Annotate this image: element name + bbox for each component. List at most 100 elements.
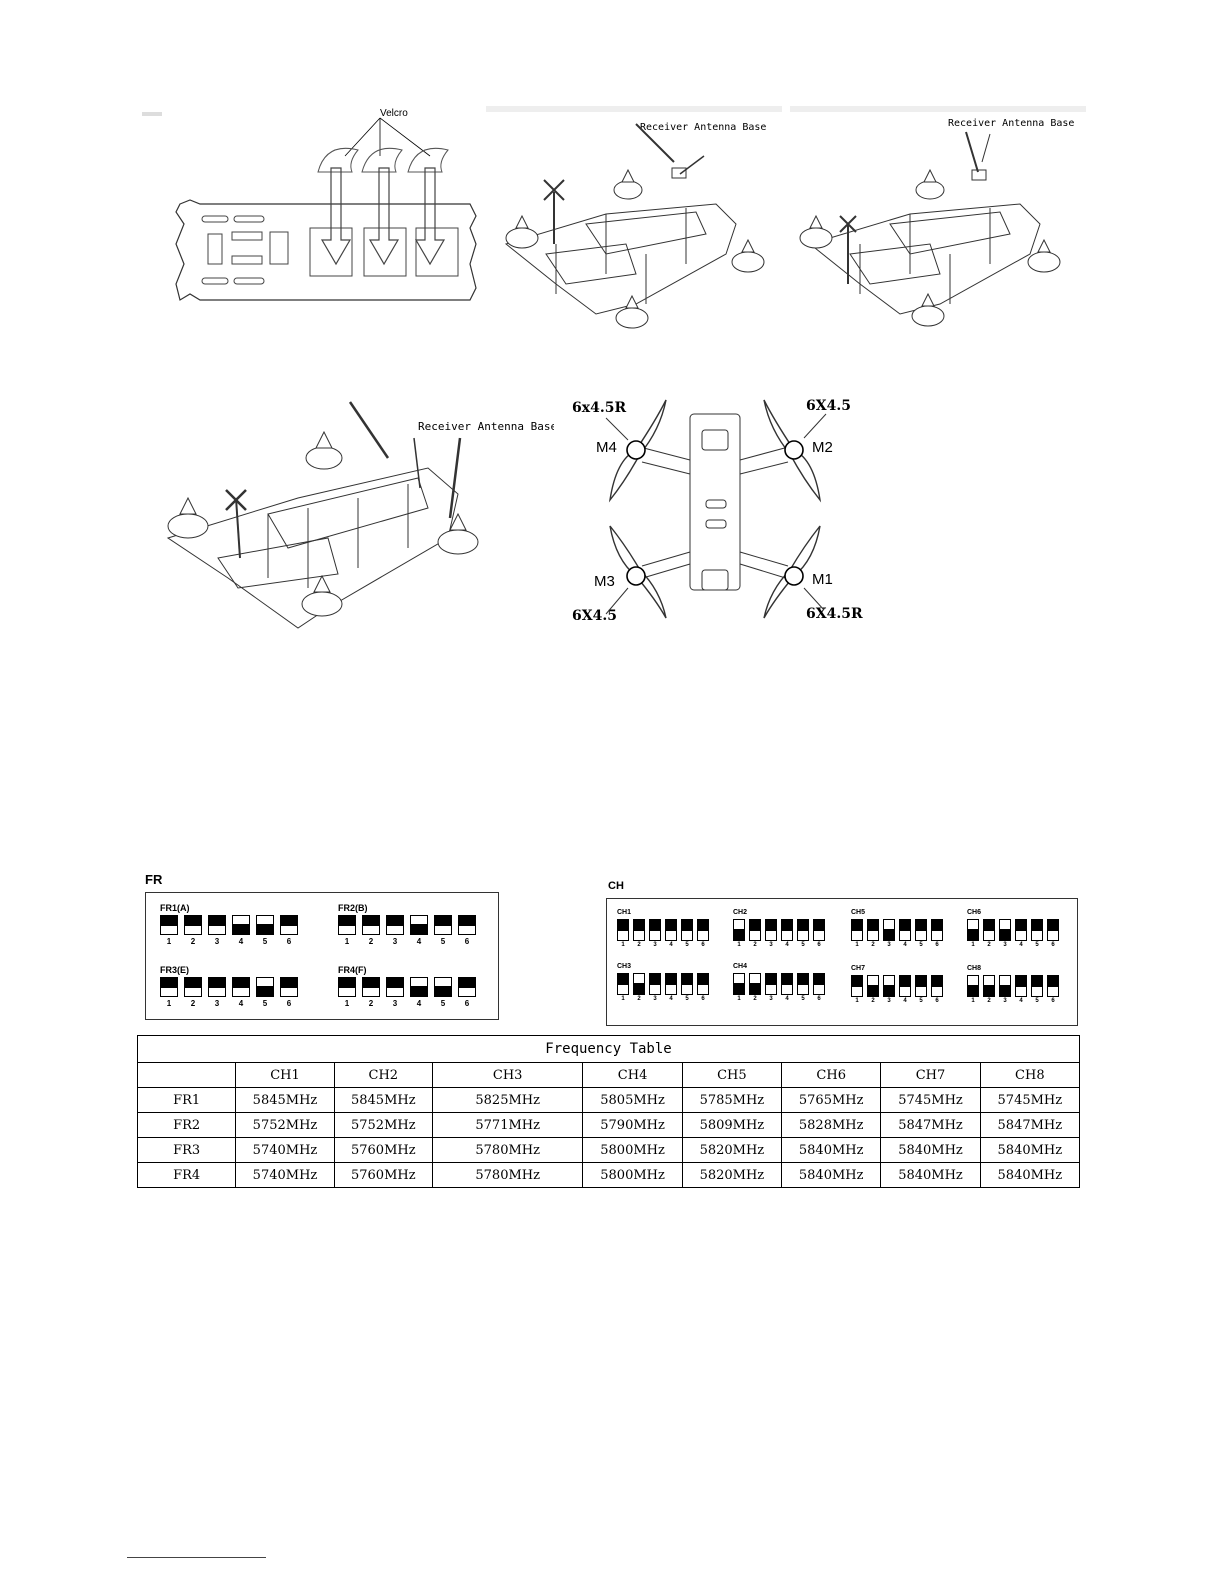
dip-switch[interactable] xyxy=(1015,975,1027,997)
dip-switch[interactable] xyxy=(184,915,202,935)
table-cell: 5745MHz xyxy=(880,1087,981,1113)
dip-switch[interactable] xyxy=(338,915,356,935)
dip-switch[interactable] xyxy=(649,973,661,995)
dip-switch[interactable] xyxy=(765,973,777,995)
dip-switch[interactable] xyxy=(781,973,793,995)
dip-switch[interactable] xyxy=(665,973,677,995)
dip-switch-number: 4 xyxy=(416,999,422,1008)
dip-switch-knob xyxy=(185,978,201,988)
dip-switch[interactable] xyxy=(208,915,226,935)
dip-switch[interactable] xyxy=(386,915,404,935)
antenna-label-3: Receiver Antenna Base xyxy=(418,420,554,433)
dip-switch[interactable] xyxy=(749,919,761,941)
dip-switch[interactable] xyxy=(967,919,979,941)
dip-switch[interactable] xyxy=(458,977,476,997)
dip-switch[interactable] xyxy=(1047,975,1059,997)
dip-switch[interactable] xyxy=(232,915,250,935)
dip-switch[interactable] xyxy=(208,977,226,997)
column-header xyxy=(136,1062,237,1088)
column-header: CH5 xyxy=(681,1062,783,1088)
dip-switch-number: 5 xyxy=(685,996,689,1002)
dip-switch[interactable] xyxy=(999,975,1011,997)
dip-switch[interactable] xyxy=(797,919,809,941)
dip-switch[interactable] xyxy=(280,977,298,997)
dip-group-label: FR1(A) xyxy=(160,903,190,913)
dip-group-label: CH2 xyxy=(733,909,748,916)
dip-switch[interactable] xyxy=(338,977,356,997)
dip-switch[interactable] xyxy=(386,977,404,997)
dip-switch[interactable] xyxy=(983,975,995,997)
dip-switch[interactable] xyxy=(681,919,693,941)
dip-switch[interactable] xyxy=(781,919,793,941)
dip-switch[interactable] xyxy=(813,973,825,995)
dip-switch[interactable] xyxy=(931,975,943,997)
dip-switch[interactable] xyxy=(633,919,645,941)
dip-switch-knob xyxy=(682,974,692,985)
dip-switch[interactable] xyxy=(1047,919,1059,941)
dip-switch[interactable] xyxy=(851,975,863,997)
dip-switch[interactable] xyxy=(697,919,709,941)
dip-switch[interactable] xyxy=(160,977,178,997)
dip-switch[interactable] xyxy=(410,977,428,997)
dip-switch[interactable] xyxy=(967,975,979,997)
dip-switch[interactable] xyxy=(733,919,745,941)
dip-switch-knob xyxy=(459,978,475,988)
dip-switch[interactable] xyxy=(867,919,879,941)
dip-switch-knob xyxy=(281,978,297,988)
dip-switch-knob xyxy=(634,983,644,994)
dip-switch[interactable] xyxy=(434,915,452,935)
dip-switch[interactable] xyxy=(681,973,693,995)
dip-switch[interactable] xyxy=(915,975,927,997)
dip-group-label: CH7 xyxy=(851,965,866,972)
dip-switch-knob xyxy=(666,974,676,985)
dip-switch[interactable] xyxy=(931,919,943,941)
dip-switch[interactable] xyxy=(765,919,777,941)
dip-switch[interactable] xyxy=(633,973,645,995)
dip-switch[interactable] xyxy=(867,975,879,997)
dip-switch[interactable] xyxy=(983,919,995,941)
dip-switch[interactable] xyxy=(915,919,927,941)
dip-switch[interactable] xyxy=(458,915,476,935)
dip-switch[interactable] xyxy=(733,973,745,995)
dip-switch-number: 4 xyxy=(669,942,673,948)
dip-switch[interactable] xyxy=(899,975,911,997)
dip-switch-knob xyxy=(666,920,676,931)
dip-switch-number: 5 xyxy=(262,999,268,1008)
dip-switch[interactable] xyxy=(797,973,809,995)
dip-switch[interactable] xyxy=(617,973,629,995)
dip-switch[interactable] xyxy=(697,973,709,995)
dip-switch[interactable] xyxy=(1015,919,1027,941)
dip-switch[interactable] xyxy=(749,973,761,995)
dip-switch-knob xyxy=(387,916,403,926)
dip-switch[interactable] xyxy=(434,977,452,997)
dip-switch[interactable] xyxy=(184,977,202,997)
dip-switch[interactable] xyxy=(280,915,298,935)
dip-switch[interactable] xyxy=(899,919,911,941)
dip-switch[interactable] xyxy=(883,919,895,941)
dip-switch[interactable] xyxy=(362,915,380,935)
dip-switch[interactable] xyxy=(362,977,380,997)
dip-group-label: CH4 xyxy=(733,963,748,970)
dip-switch[interactable] xyxy=(851,919,863,941)
dip-switch-knob xyxy=(750,920,760,931)
dip-switch-number: 2 xyxy=(987,998,991,1004)
row-header: FR1 xyxy=(136,1087,237,1113)
dip-switch[interactable] xyxy=(232,977,250,997)
table-cell: 5847MHz xyxy=(979,1112,1081,1138)
dip-switch[interactable] xyxy=(410,915,428,935)
dip-switch-number: 6 xyxy=(701,942,705,948)
dip-switch[interactable] xyxy=(883,975,895,997)
dip-switch[interactable] xyxy=(256,977,274,997)
dip-switch[interactable] xyxy=(813,919,825,941)
table-cell: 5780MHz xyxy=(431,1162,584,1188)
dip-switch[interactable] xyxy=(1031,919,1043,941)
dip-switch[interactable] xyxy=(256,915,274,935)
dip-switch[interactable] xyxy=(999,919,1011,941)
dip-switch[interactable] xyxy=(665,919,677,941)
dip-switch[interactable] xyxy=(617,919,629,941)
dip-switch-number: 4 xyxy=(903,942,907,948)
dip-switch[interactable] xyxy=(160,915,178,935)
dip-switch[interactable] xyxy=(649,919,661,941)
dip-switch[interactable] xyxy=(1031,975,1043,997)
dip-switch-number: 2 xyxy=(368,999,374,1008)
